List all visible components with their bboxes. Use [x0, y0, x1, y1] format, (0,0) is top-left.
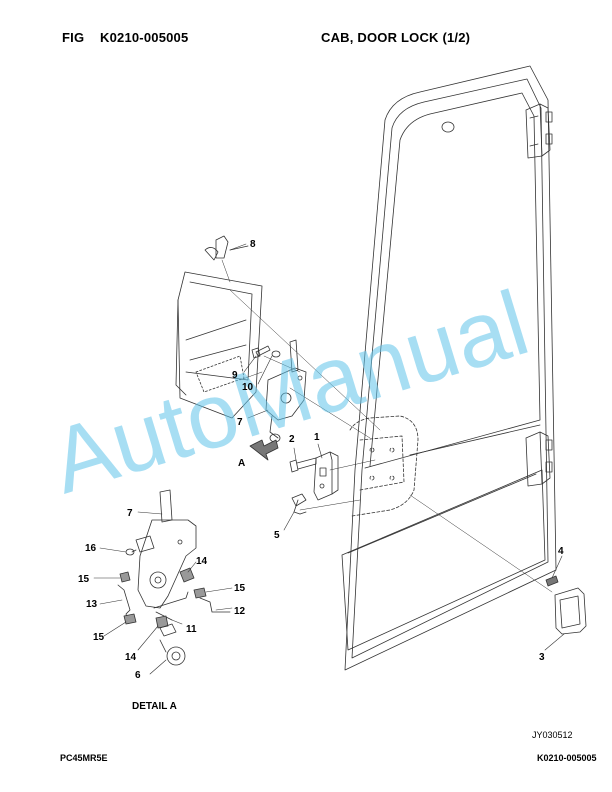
clip-part-4	[545, 575, 559, 587]
bolt-part-9	[251, 345, 271, 359]
door-frame	[341, 65, 557, 671]
detail-callout-12: 12	[234, 606, 246, 617]
detail-callout-7: 7	[127, 508, 133, 519]
callout-a: A	[238, 458, 245, 469]
detail-a-title: DETAIL A	[132, 701, 177, 712]
callout-1: 1	[314, 432, 320, 443]
callout-9: 9	[232, 370, 238, 381]
detail-callout-15-left: 15	[78, 574, 90, 585]
detail-callout-11: 11	[186, 624, 197, 635]
view-arrow-a	[249, 439, 279, 461]
callout-2: 2	[289, 434, 295, 445]
detail-callout-14-top: 14	[196, 556, 208, 567]
detail-callout-15-bottom: 15	[93, 632, 105, 643]
detail-callout-15-right: 15	[234, 583, 246, 594]
fig-code: K0210-005005	[100, 30, 189, 45]
striker-part-8	[204, 235, 249, 261]
bolt-part-2	[289, 457, 317, 473]
callout-7: 7	[237, 417, 243, 428]
footer-code: K0210-005005	[537, 753, 597, 763]
upper-hinge	[525, 103, 553, 159]
detail-callout-16: 16	[85, 543, 97, 554]
figure-title: CAB, DOOR LOCK (1/2)	[321, 30, 471, 45]
callout-5: 5	[274, 530, 280, 541]
detail-callout-13: 13	[86, 599, 98, 610]
washer-part-10	[271, 350, 281, 358]
detail-a-assembly	[117, 489, 231, 666]
callout-leaders	[93, 243, 565, 675]
leader-lines	[221, 259, 553, 593]
handle-part-3	[554, 587, 587, 635]
cab-post-bracket	[175, 271, 263, 419]
footer-model: PC45MR5E	[60, 753, 108, 763]
screw-part-5	[291, 493, 307, 515]
latch-lever-part-7	[265, 339, 307, 443]
callout-3: 3	[539, 652, 545, 663]
watermark: AutoManual	[40, 272, 539, 513]
lock-mount-bracket	[349, 415, 419, 517]
callout-4: 4	[558, 546, 564, 557]
lock-body-part-1	[313, 451, 339, 501]
callout-10: 10	[242, 382, 254, 393]
fig-label: FIG	[62, 30, 85, 45]
image-reference: JY030512	[532, 730, 573, 740]
lower-hinge	[525, 431, 553, 487]
detail-callout-6: 6	[135, 670, 141, 681]
callout-8: 8	[250, 239, 256, 250]
detail-callout-14-bottom: 14	[125, 652, 137, 663]
